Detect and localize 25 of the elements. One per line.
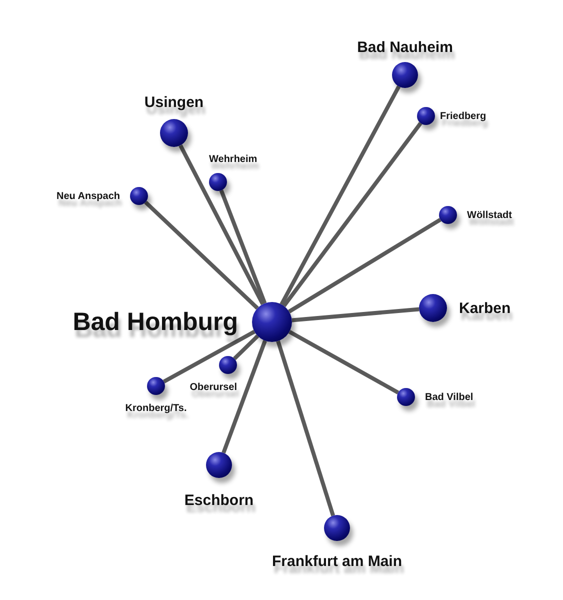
connector-line [288,218,442,314]
city-label: Bad Vilbel [425,392,474,402]
city-label: Wehrheim [209,154,258,165]
connector-line [162,330,256,384]
city-label: Bad Homburg [72,308,238,336]
connector-line [276,340,335,516]
city-label: Frankfurt am Main [272,553,402,570]
connector-line [288,330,400,394]
connector-line [219,190,267,304]
city-label: Eschborn [184,492,254,509]
city-label: Neu Anspach [56,190,120,202]
city-label: Bad Nauheim [357,39,453,56]
connector-line [282,122,422,308]
connector-line [178,144,265,306]
connector-line [222,340,267,454]
connector-line [280,86,401,306]
city-label: Friedberg [440,110,486,122]
connector-line [233,334,260,360]
city-label: Kronberg/Ts. [125,403,187,414]
connector-line [292,307,420,322]
city-label: Usingen [144,94,204,111]
city-label: Oberursel [190,382,237,393]
city-label: Karben [459,300,511,316]
city-label: Wöllstadt [467,210,512,220]
connector-line [144,200,259,310]
